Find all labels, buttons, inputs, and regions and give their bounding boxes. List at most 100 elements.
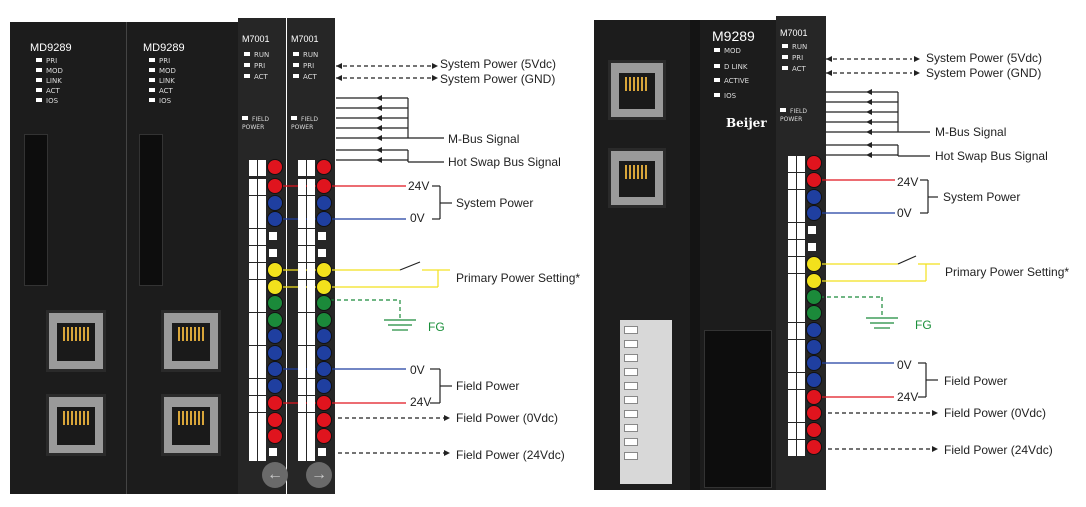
terminal-dot [806,273,822,289]
terminal-square [258,313,266,321]
terminal-dot [316,159,332,175]
terminal-dot [267,395,283,411]
terminal-dot [316,312,332,328]
terminal-square [249,229,257,237]
terminal-square [249,263,257,271]
ethernet-port-3[interactable] [161,310,221,372]
terminal-square [258,387,266,395]
arrow-left-icon [866,109,872,115]
terminal-dot [316,279,332,295]
ethernet-port-2[interactable] [46,394,106,456]
terminal-square [298,271,306,279]
terminal-square [249,396,257,404]
terminal-square [788,290,796,298]
terminal-square [307,196,315,204]
terminal-square [797,414,805,422]
terminal-square [258,271,266,279]
arrow-right-icon [914,56,920,62]
label-primary-power-setting: Primary Power Setting* [456,271,581,285]
terminal-square [258,280,266,288]
dip-switch-block[interactable] [620,320,672,484]
terminal-square [249,362,257,370]
terminal-square [788,240,796,248]
terminal-square [249,379,257,387]
terminal-square [797,156,805,164]
terminal-square [298,296,306,304]
terminal-square [258,379,266,387]
terminal-square [258,254,266,262]
terminal-dot [267,428,283,444]
terminal-square [788,314,796,322]
terminal-square [307,404,315,412]
terminal-square [788,231,796,239]
card-slot [24,134,48,286]
terminal-square [298,370,306,378]
arrow-right-icon [444,450,450,456]
led-mod: MOD [714,46,741,56]
ethernet-port-6[interactable] [608,148,666,208]
terminal-dot [806,405,822,421]
terminal-square [258,220,266,228]
terminal-square [258,304,266,312]
terminal-square [258,179,266,187]
module-model: M9289 [712,28,755,44]
label-field-power-0vdc: Field Power (0Vdc) [456,411,559,425]
terminal-square [808,243,816,251]
terminal-square [249,280,257,288]
led-pri: PRI [293,61,314,71]
terminal-dot [316,345,332,361]
terminal-square [797,381,805,389]
terminal-square [298,329,306,337]
terminal-square [249,237,257,245]
terminal-square [788,440,796,448]
terminal-square [307,429,315,437]
terminal-square [307,271,315,279]
terminal-square [249,204,257,212]
terminal-square [269,448,277,456]
arrow-left-icon [826,56,832,62]
terminal-square [797,356,805,364]
terminal-dot [267,361,283,377]
md9289-module-2: MD9289 PRI MOD LINK ACT IOS [126,22,239,494]
terminal-square [298,168,306,176]
terminal-square [298,337,306,345]
terminal-square [249,354,257,362]
led-link: LINK [149,76,175,86]
ethernet-port-4[interactable] [161,394,221,456]
terminal-square [788,423,796,431]
terminal-square [307,220,315,228]
led-pri: PRI [149,56,170,66]
label-fg: FG [428,320,445,334]
terminal-square [307,288,315,296]
terminal-dot [806,189,822,205]
ethernet-port-5[interactable] [608,60,666,120]
terminal-dot [806,205,822,221]
terminal-dot [267,178,283,194]
terminal-square [797,390,805,398]
terminal-square [797,282,805,290]
terminal-square [788,331,796,339]
terminal-square [298,346,306,354]
arrow-left-icon [826,70,832,76]
terminal-square [307,445,315,453]
label-24v: 24V [897,175,919,189]
terminal-square [797,398,805,406]
terminal-square [788,406,796,414]
terminal-square [249,346,257,354]
terminal-dot [316,395,332,411]
terminal-square [249,246,257,254]
terminal-square [307,304,315,312]
terminal-square [307,179,315,187]
terminal-dot [316,328,332,344]
terminal-square [307,237,315,245]
terminal-square [797,214,805,222]
terminal-square [788,223,796,231]
terminal-square [298,160,306,168]
terminal-square [258,229,266,237]
terminal-dot [267,378,283,394]
ethernet-port-1[interactable] [46,310,106,372]
terminal-square [298,413,306,421]
terminal-square [788,190,796,198]
terminal-square [258,370,266,378]
